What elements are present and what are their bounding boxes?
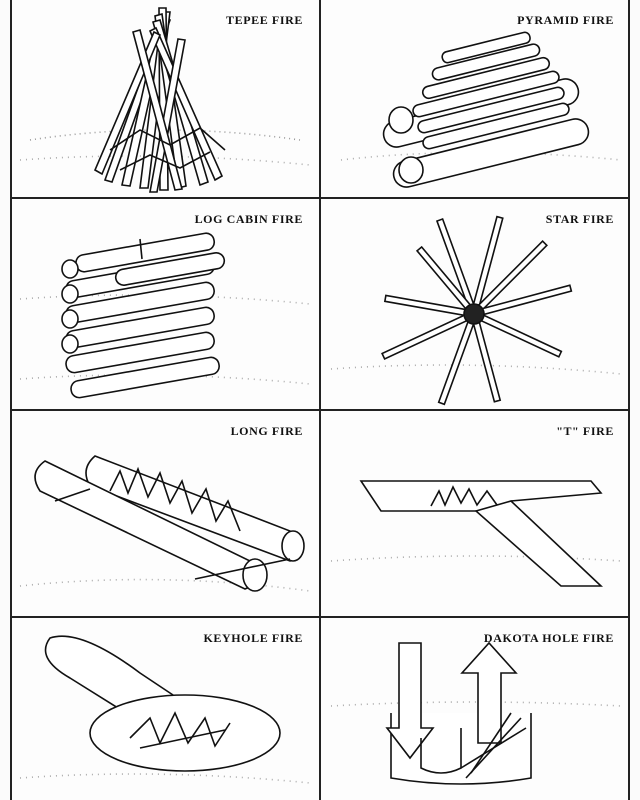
pyramid-fire-icon [340,31,622,188]
panel-title: LOG CABIN FIRE [194,212,303,226]
panel-title: TEPEE FIRE [225,13,303,27]
grid-row-divider-1 [10,197,630,199]
panel-title: PYRAMID FIRE [517,13,614,27]
keyhole-fire-icon [19,635,311,784]
grid-row-divider-3 [10,616,630,618]
panel-log-cabin-fire: LOG CABIN FIRE [10,199,319,409]
grid-vertical-divider [319,0,321,800]
panel-t-fire: "T" FIRE [321,411,630,616]
dakota-hole-fire-icon [330,641,622,785]
star-fire-icon [330,215,622,406]
panel-title: KEYHOLE FIRE [203,631,303,645]
panel-title: DAKOTA HOLE FIRE [483,631,614,645]
grid-row-divider-2 [10,409,630,411]
up-arrow-icon [460,641,518,744]
log-cabin-fire-icon [19,232,311,399]
long-fire-icon [19,455,311,592]
panel-star-fire: STAR FIRE [321,199,630,409]
panel-keyhole-fire: KEYHOLE FIRE [10,618,319,800]
fire-types-grid: TEPEE FIRE [10,0,630,800]
t-fire-icon [330,480,622,587]
grid-right-edge [628,0,630,800]
grid-left-edge [10,0,12,800]
panel-title: "T" FIRE [556,424,614,438]
tepee-fire-icon [19,7,311,193]
panel-tepee-fire: TEPEE FIRE [10,0,319,197]
panel-dakota-hole-fire: DAKOTA HOLE FIRE [321,618,630,800]
panel-title: STAR FIRE [545,212,614,226]
panel-title: LONG FIRE [230,424,303,438]
panel-pyramid-fire: PYRAMID FIRE [321,0,630,197]
panel-long-fire: LONG FIRE [10,411,319,616]
